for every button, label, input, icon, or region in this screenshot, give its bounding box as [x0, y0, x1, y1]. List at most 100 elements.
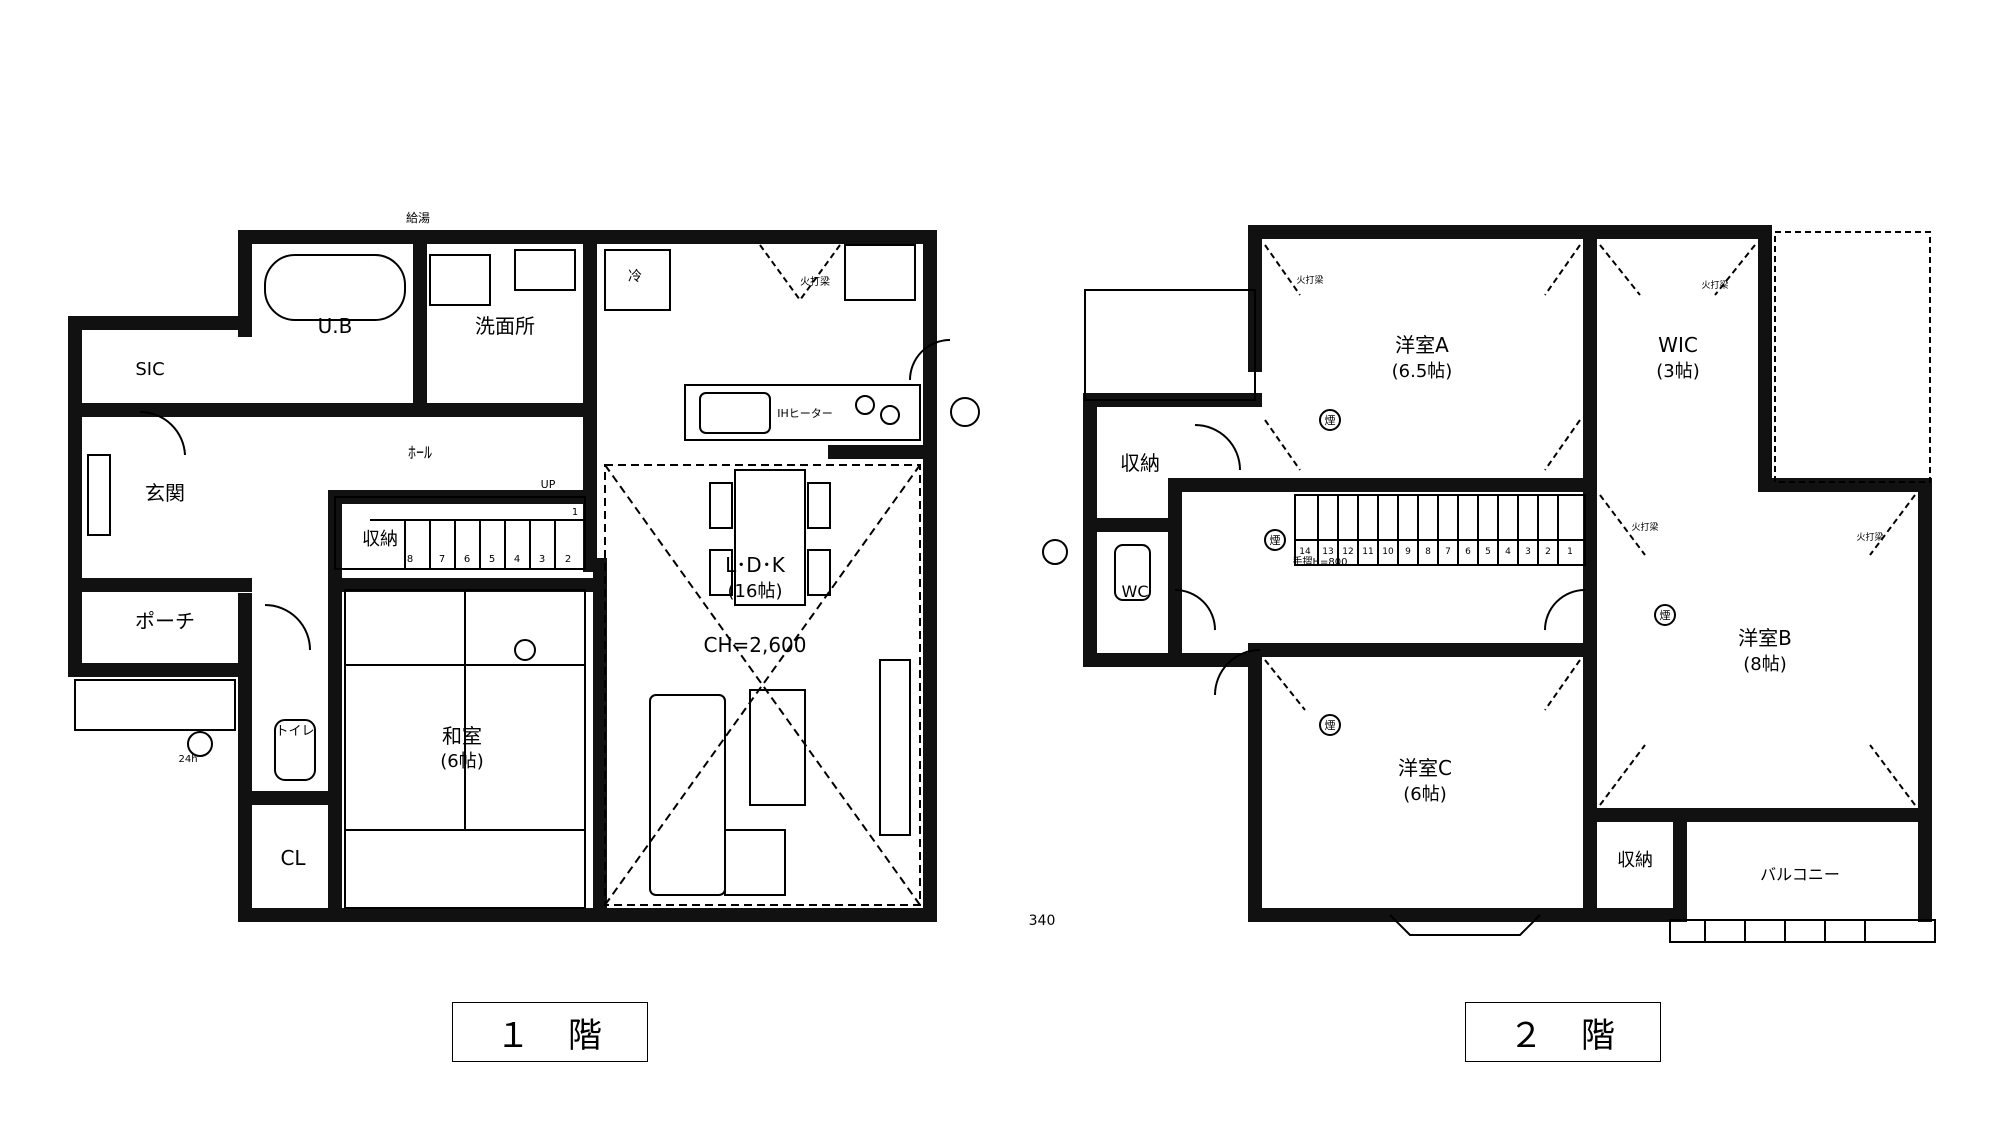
roof-outline [1774, 231, 1931, 483]
room-label-shuno-2f: 収納 [1120, 451, 1160, 475]
door-swing [909, 339, 951, 381]
door-swing [1194, 424, 1241, 471]
room-label-hall: ﾎｰﾙ [408, 443, 432, 462]
note-kebutsu-2f: 火打梁 [1631, 521, 1658, 533]
floor2-plan [1042, 225, 1936, 943]
room-size-ldk: (16帖) [728, 581, 783, 602]
floor1-label: １ 階 [452, 1002, 648, 1062]
chair [709, 549, 733, 596]
bay-window [1389, 914, 1541, 936]
room-label-shuno2-2f: 収納 [1617, 850, 1653, 871]
room-label-wc: WC [1122, 582, 1149, 601]
coffee-table [749, 689, 806, 806]
stair-number: 4 [1505, 547, 1511, 557]
stove-burner [880, 405, 900, 425]
note-tesuri: 手摺H=800 [1293, 555, 1348, 568]
bathtub [264, 254, 406, 321]
dining-table [734, 469, 806, 606]
stair-number: 8 [407, 554, 413, 565]
room-size-yoB: (8帖) [1743, 654, 1787, 675]
door-swing [1214, 649, 1261, 696]
door-swing [264, 604, 311, 651]
floor1-walls [68, 230, 937, 922]
note-kebutsu-2f: 火打梁 [1701, 279, 1728, 291]
stair-number: 12 [1342, 547, 1353, 557]
stair-number: 2 [565, 554, 571, 565]
note-kebutsu-2f: 火打梁 [1856, 531, 1883, 543]
stair-number: 8 [1425, 547, 1431, 557]
tv-board [879, 659, 911, 836]
washing-machine [514, 249, 576, 291]
room-label-genkan: 玄関 [145, 481, 185, 505]
room-label-yoC: 洋室C [1398, 756, 1452, 780]
stair-number: 9 [1405, 547, 1411, 557]
note-ih: IHヒーター [777, 407, 833, 420]
room-label-shuno: 収納 [362, 529, 398, 550]
room-label-toilet: トイレ [275, 724, 314, 739]
vent-icon [187, 731, 213, 757]
fridge [604, 249, 671, 311]
room-size-yoC: (6帖) [1403, 784, 1447, 805]
stair-number: 1 [572, 507, 578, 518]
room-size-yoA: (6.5帖) [1392, 361, 1453, 382]
chair [807, 549, 831, 596]
floor2-label-text: ２ 階 [1509, 1015, 1617, 1056]
porch-step [74, 679, 236, 731]
toilet-bowl [274, 719, 316, 781]
room-label-ub: U.B [318, 314, 353, 338]
smoke-detector-label: 煙 [1270, 534, 1281, 547]
stair-number: 7 [1445, 547, 1451, 557]
stair-number: 6 [1465, 547, 1471, 557]
note-kebutsu-2f: 火打梁 [1296, 274, 1323, 286]
stair-number: 10 [1382, 547, 1394, 557]
smoke-detector-icon [514, 639, 536, 661]
washbasin [429, 254, 491, 306]
stair-number: 14 [1299, 547, 1311, 557]
kitchen-counter [684, 384, 921, 441]
note-up: UP [541, 478, 556, 491]
note-kyuto: 給湯 [406, 211, 430, 225]
door-swing [1544, 589, 1586, 631]
room-label-sic: SIC [135, 359, 164, 380]
note-kebutsu: 火打梁 [800, 275, 830, 288]
room-size-washitsu: (6帖) [440, 751, 484, 772]
smoke-detector-icon [1319, 409, 1341, 431]
floor2-walls [1083, 225, 1932, 922]
floor2-stair [1294, 494, 1586, 566]
note-dim: 340 [1029, 913, 1056, 929]
smoke-detector-label: 煙 [1325, 719, 1336, 732]
stair-number: 3 [1525, 547, 1531, 557]
chair [709, 482, 733, 529]
smoke-detector-label: 煙 [1660, 609, 1671, 622]
stair-number: 6 [464, 554, 470, 565]
balcony-railing [1669, 919, 1936, 943]
door-swing [1174, 589, 1216, 631]
stair-number: 13 [1322, 547, 1333, 557]
room-size-wic: (3帖) [1656, 361, 1700, 382]
stair-number: 3 [539, 554, 545, 565]
sink [699, 392, 771, 434]
stove-burner [855, 395, 875, 415]
room-label-wic: WIC [1658, 333, 1698, 357]
room-label-yoB: 洋室B [1738, 626, 1792, 650]
room-label-senmenjo: 洗面所 [475, 314, 535, 338]
stair-number: 7 [439, 554, 445, 565]
note-rei: 冷 [628, 269, 642, 285]
chair [807, 482, 831, 529]
smoke-detector-icon [1264, 529, 1286, 551]
door-swing [139, 410, 186, 456]
shoe-shelf [87, 454, 111, 536]
room-label-washitsu: 和室 [442, 724, 482, 748]
open-ceiling-area [604, 464, 921, 906]
floor2-label: ２ 階 [1465, 1002, 1661, 1062]
lower-roof-outline [1084, 289, 1256, 401]
stair-number: 2 [1545, 547, 1551, 557]
note-24h: 24h [178, 754, 197, 765]
room-label-ldk: L･D･K [725, 553, 786, 577]
vent-icon [950, 397, 980, 427]
room-label-yoA: 洋室A [1395, 333, 1449, 357]
storage-box [844, 244, 916, 301]
room-label-cl: CL [280, 846, 306, 870]
room-label-balcony: バルコニー [1760, 865, 1840, 884]
